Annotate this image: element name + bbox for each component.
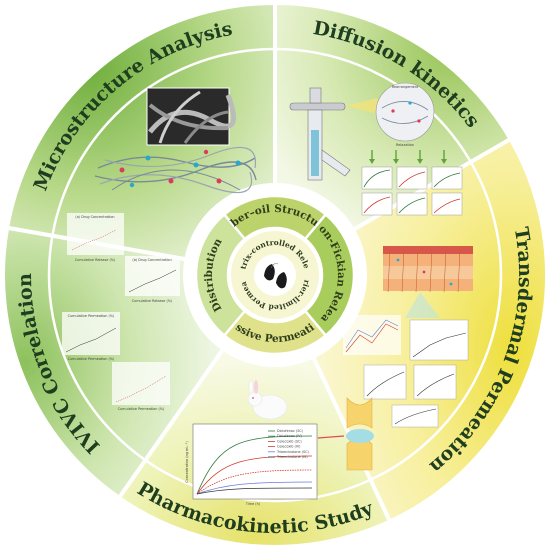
ivivc-xlabel-c: Cumulative Permeation (%) (68, 357, 115, 361)
pk-ylabel: Concentration (ng mL⁻¹) (185, 441, 189, 483)
release-arrows (369, 150, 447, 164)
relaxation-label: Relaxation (396, 143, 414, 147)
rabbit-icon (247, 379, 288, 420)
skin-layers (383, 246, 473, 318)
ivivc-xlabel-d: Cumulative Permeation (%) (118, 407, 165, 411)
ivivc-xlabel-a: Cumulative Release (%) (75, 258, 116, 262)
middle-segment-distribution (194, 212, 247, 338)
pk-legend-item: Celecoxib (SC) (277, 439, 302, 443)
ivivc-xlabel-b: Cumulative Release (%) (132, 299, 173, 303)
pk-legend-item: Diclofenac (IV) (277, 434, 303, 438)
pk-legend: Diclofenac (SC)Diclofenac (IV)Celecoxib … (268, 429, 309, 459)
pk-legend-item: Diclofenac (SC) (277, 429, 304, 433)
sem-image (146, 87, 237, 146)
permeation-plots (343, 315, 469, 428)
rearrangement-label: Rearrangement (392, 85, 419, 89)
ivivc-plots: (a) Drug Concentration Cumulative Releas… (62, 213, 180, 411)
fiber-network (94, 146, 257, 194)
pk-legend-item: Celecoxib (IV) (277, 445, 301, 449)
ivivc-title-c: Cumulative Permeation (%) (68, 314, 115, 318)
pk-legend-item: Triamcinolone (IV) (276, 455, 308, 459)
outer-band-divider (47, 47, 503, 503)
pk-legend-item: Triamcinolone (SC) (276, 450, 309, 454)
release-plots (361, 166, 463, 216)
electrospinning-apparatus (289, 87, 378, 181)
ivivc-title-a: (a) Drug Concentration (75, 215, 114, 219)
rearrangement-diagram: Rearrangement Relaxation (375, 82, 435, 147)
ivivc-title-b: (b) Drug Concentration (132, 258, 171, 262)
center-disc (254, 254, 296, 296)
sector-microstructure (4, 0, 277, 262)
pk-plot: Diclofenac (SC)Diclofenac (IV)Celecoxib … (185, 423, 318, 506)
pk-xlabel: Time (h) (245, 502, 261, 506)
oil-drops-icon (264, 263, 287, 289)
